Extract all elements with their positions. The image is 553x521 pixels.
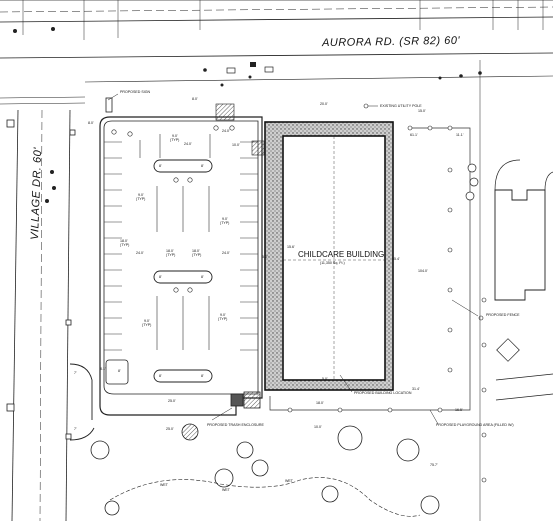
dim-bldg-depth: 104.0' (418, 269, 428, 273)
dim-stall-length: 18.0' (120, 239, 128, 243)
dimension-labels: 20.0' 15.0' 8.0' 24.0' 9.0' (TYP) 24.0' … (74, 97, 464, 467)
dim-stall-typ-top: (TYP) (170, 138, 179, 142)
left-parking-stalls (104, 141, 122, 351)
dim-stall-bottom-right: 9.0' (220, 313, 226, 317)
radius-top-left: 8.0' (88, 121, 94, 125)
dim-stall-bottom: 9.0' (144, 319, 150, 323)
wet-label-1: WET (160, 483, 169, 487)
dim-drive-bottom: 25.0' (166, 427, 174, 431)
trash-enclosure-label: PROPOSED TRASH ENCLOSURE (207, 423, 264, 427)
dim-stall-depth-top: 9.0' (172, 134, 178, 138)
dim-bottom-b: 16.5' (455, 408, 463, 412)
dim-bottom-d: 10.0' (314, 425, 322, 429)
dim-bldg-width: 55.4' (392, 257, 400, 261)
wet-label-2: WET (222, 488, 231, 492)
dim-top-setback: 20.0' (320, 102, 328, 106)
proposed-sign-callout: PROPOSED SIGN (107, 90, 151, 101)
radius-island-bot-r: 8' (201, 374, 204, 378)
dim-walk: 5.0' (262, 255, 268, 259)
wetland-boundary (109, 477, 421, 517)
radius-island-bot-l: 8' (159, 374, 162, 378)
accessible-parking-area (215, 103, 235, 121)
proposed-fence-callout: PROPOSED FENCE (451, 299, 520, 321)
radius-drive-bottom: 7' (74, 427, 77, 431)
road-utility-markers (13, 27, 482, 87)
dim-building-setback: 24.0' (222, 129, 230, 133)
dim-aisle-right: 24.0' (222, 251, 230, 255)
center-parking-stalls (139, 134, 211, 350)
dim-stall-left-typ: (TYP) (136, 197, 145, 201)
right-parking-stalls (240, 141, 258, 351)
utility-pole-label: EXISTING UTILITY POLE (380, 104, 422, 108)
building-area: (11,350 Sq. Ft.) (320, 261, 345, 265)
playground-label: PROPOSED PLAYGROUND AREA (FILLED W/) (436, 423, 514, 427)
utility-pole-callout: EXISTING UTILITY POLE (363, 103, 422, 109)
proposed-sign-label: PROPOSED SIGN (120, 90, 151, 94)
proposed-fence-label: PROPOSED FENCE (486, 313, 520, 317)
existing-trees (90, 425, 440, 516)
aurora-road-label: AURORA RD. (SR 82) 60' (321, 35, 461, 49)
dim-center-right-typ: (TYP) (192, 253, 201, 257)
dim-stall-right-typ: (TYP) (220, 221, 229, 225)
radius-curb-left: 8.1' (100, 367, 106, 371)
radius-island-top-l: 8' (159, 164, 162, 168)
radius-island-mid-r: 8' (201, 275, 204, 279)
dim-east-tree: 75.7' (430, 463, 438, 467)
dim-stall-bottom-typ: (TYP) (142, 323, 151, 327)
dim-lot-width: 24.0' (184, 142, 192, 146)
dim-stall-right: 9.0' (222, 217, 228, 221)
building-location-callout: PROPOSED BUILDING LOCATION (339, 374, 412, 395)
dim-center-left-typ: (TYP) (166, 253, 175, 257)
dim-fence-top: 15.0' (418, 109, 426, 113)
parking-island-middle (153, 270, 213, 284)
parking-island-bottom (153, 369, 213, 383)
dim-bottom-c: 18.0' (316, 401, 324, 405)
radius-island-corner: 8' (118, 369, 121, 373)
village-drive (6, 109, 76, 521)
dim-stall-length-typ: (TYP) (120, 243, 129, 247)
dim-center-right: 18.0' (192, 249, 200, 253)
dim-top-right-a: 61.1' (410, 133, 418, 137)
radius-drive-top: 7' (74, 371, 77, 375)
radius-island-top-r: 8' (201, 164, 204, 168)
playground-callout: PROPOSED PLAYGROUND AREA (FILLED W/) (429, 409, 514, 427)
aurora-road (0, 0, 553, 105)
dim-bottom-a: 31.4' (412, 387, 420, 391)
dim-sign-offset: 8.0' (192, 97, 198, 101)
dim-building-corner: 10.0' (232, 143, 240, 147)
dim-stall-left: 9.0' (138, 193, 144, 197)
parking-island-top (153, 159, 213, 173)
dim-drive-width: 25.0' (168, 399, 176, 403)
radius-island-mid-l: 8' (159, 275, 162, 279)
dim-aisle-left: 24.0' (136, 251, 144, 255)
dim-stall-bottom-right-typ: (TYP) (218, 317, 227, 321)
wet-label-3: WET (285, 479, 294, 483)
dim-center-left: 18.0' (166, 249, 174, 253)
fence-line (269, 125, 471, 413)
east-property-features (465, 60, 553, 521)
building-location-label: PROPOSED BUILDING LOCATION (354, 391, 412, 395)
building-title: CHILDCARE BUILDING (298, 250, 384, 259)
childcare-building (251, 121, 394, 391)
parking-lot (69, 97, 263, 441)
dim-top-right-b: 11.1' (456, 133, 464, 137)
dim-bldg-left-offset: 15.6' (287, 245, 295, 249)
trash-enclosure-callout: PROPOSED TRASH ENCLOSURE (207, 407, 264, 427)
trash-enclosure (181, 391, 261, 441)
dim-bldg-bottom: 5.0' (322, 377, 328, 381)
village-drive-label: VILLAGE DR. 60' (29, 147, 44, 241)
